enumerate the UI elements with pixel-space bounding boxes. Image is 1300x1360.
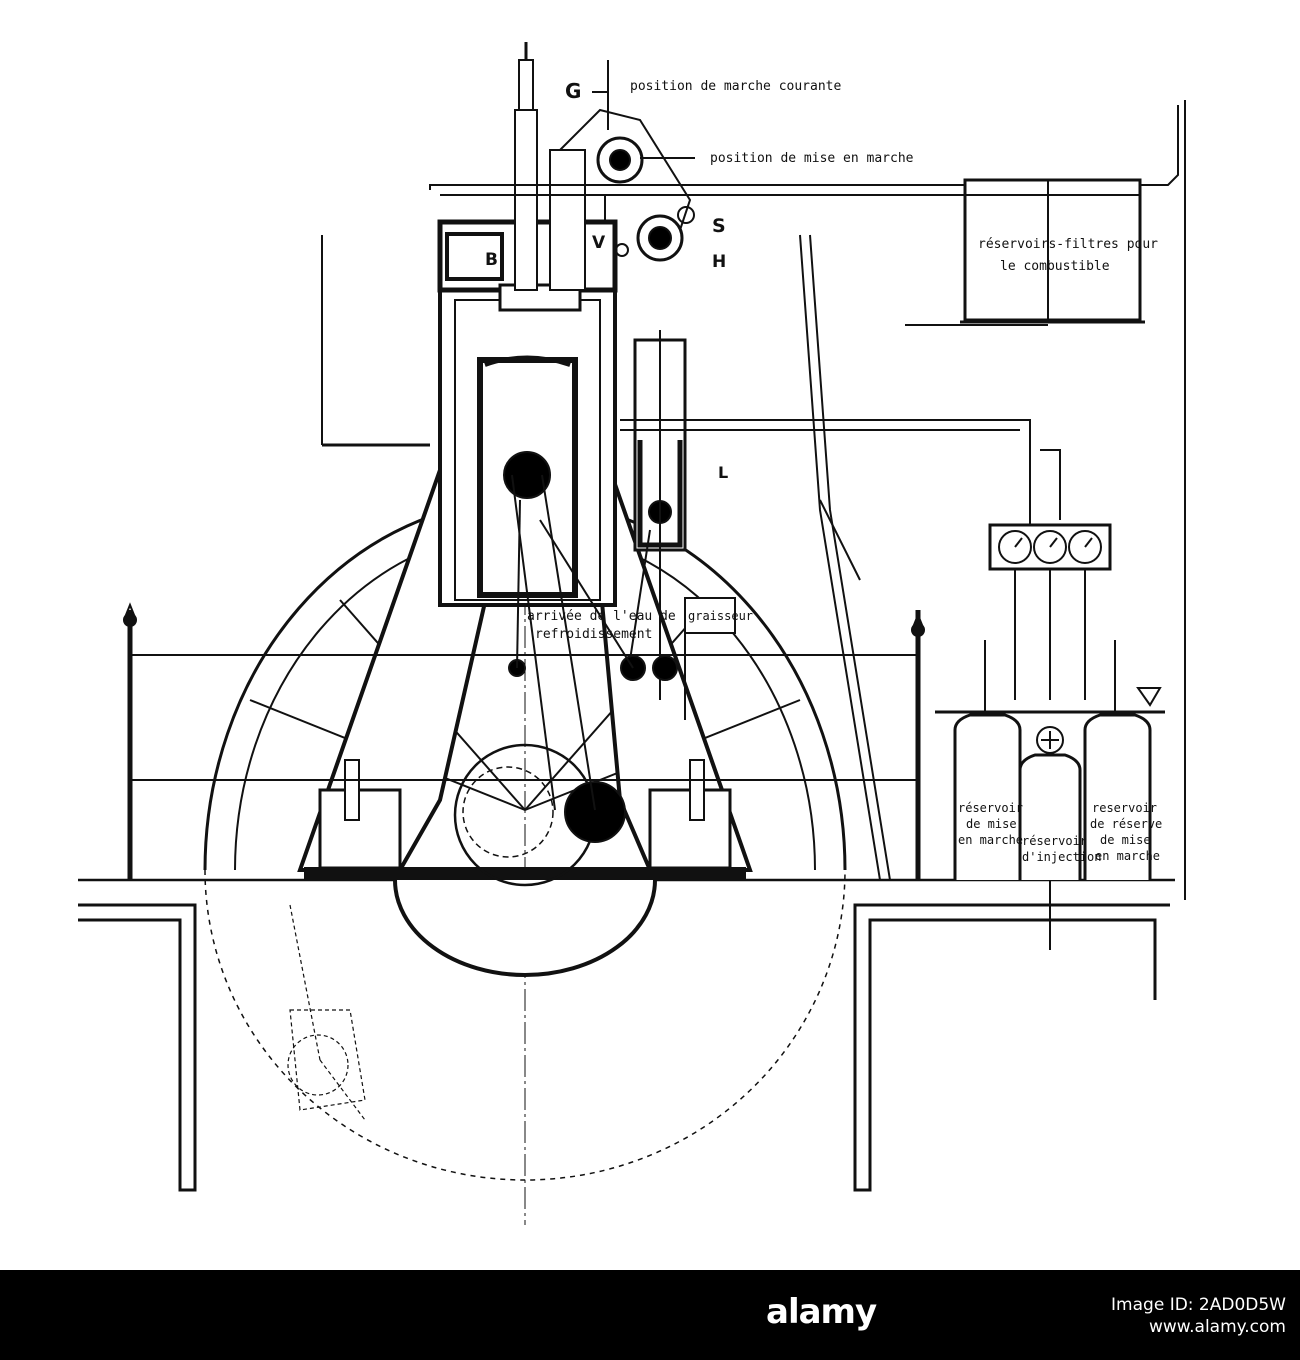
foundation-pit-left [78, 903, 197, 1192]
starting-reservoir [953, 713, 1022, 880]
watermark: alamy Image ID: 2AD0D5W www.alamy.com [766, 1284, 1286, 1346]
label-graisseur: graisseur [688, 609, 753, 623]
label-reservoirs-filtres-line2: le combustible [1000, 259, 1110, 274]
label-eau-line2: refroidissement [535, 627, 652, 642]
image-id: Image ID: 2AD0D5W [1111, 1295, 1286, 1315]
label-res-inj-2: d'injection [1022, 850, 1101, 864]
label-H: H [712, 252, 726, 272]
piston-pin [503, 451, 551, 499]
fuel-filter-tanks [963, 178, 1142, 322]
label-mise-en-marche: position de mise en marche [710, 151, 914, 166]
lower-linkage [287, 904, 366, 1121]
crankcase [393, 879, 657, 977]
foundation-pit-right [853, 903, 1170, 1192]
label-res-reserve-2: de réserve [1090, 817, 1162, 831]
injection-reservoir [1018, 753, 1082, 880]
label-res-inj-1: réservoir [1022, 834, 1087, 848]
label-L: L [718, 463, 728, 482]
watermark-band: alamy Image ID: 2AD0D5W www.alamy.com [0, 1270, 1300, 1360]
alamy-logo: alamy [766, 1292, 877, 1332]
label-reservoirs-filtres-line1: réservoirs-filtres pour [978, 237, 1158, 252]
label-res-reserve-3: de mise [1100, 833, 1151, 847]
label-B: B [485, 250, 498, 270]
ladder [799, 234, 881, 881]
label-marche-courante: position de marche courante [630, 79, 841, 94]
site-url: www.alamy.com [1148, 1317, 1286, 1337]
label-G: G [565, 79, 581, 103]
graisseur-box [684, 597, 736, 634]
label-res-mise-1: réservoir [958, 801, 1023, 815]
label-res-reserve-1: reservoir [1092, 801, 1157, 815]
crankshaft [564, 781, 626, 843]
railing-post-left [123, 602, 137, 880]
label-eau-line1: arrivée de l'eau de [527, 609, 676, 624]
label-V: V [592, 233, 606, 253]
engraving-canvas: G position de marche courante position d… [78, 42, 1186, 1225]
diesel-engine-diagram: G position de marche courante position d… [78, 42, 1186, 1225]
watermark-text: Image ID: 2AD0D5W www.alamy.com [1111, 1294, 1286, 1338]
reserve-starting-reservoir [1083, 713, 1152, 880]
label-S: S [712, 215, 726, 237]
railing-post-right [911, 610, 925, 880]
label-res-reserve-4: en marche [1095, 849, 1160, 863]
label-res-mise-2: de mise [966, 817, 1017, 831]
label-res-mise-3: en marche [958, 833, 1023, 847]
